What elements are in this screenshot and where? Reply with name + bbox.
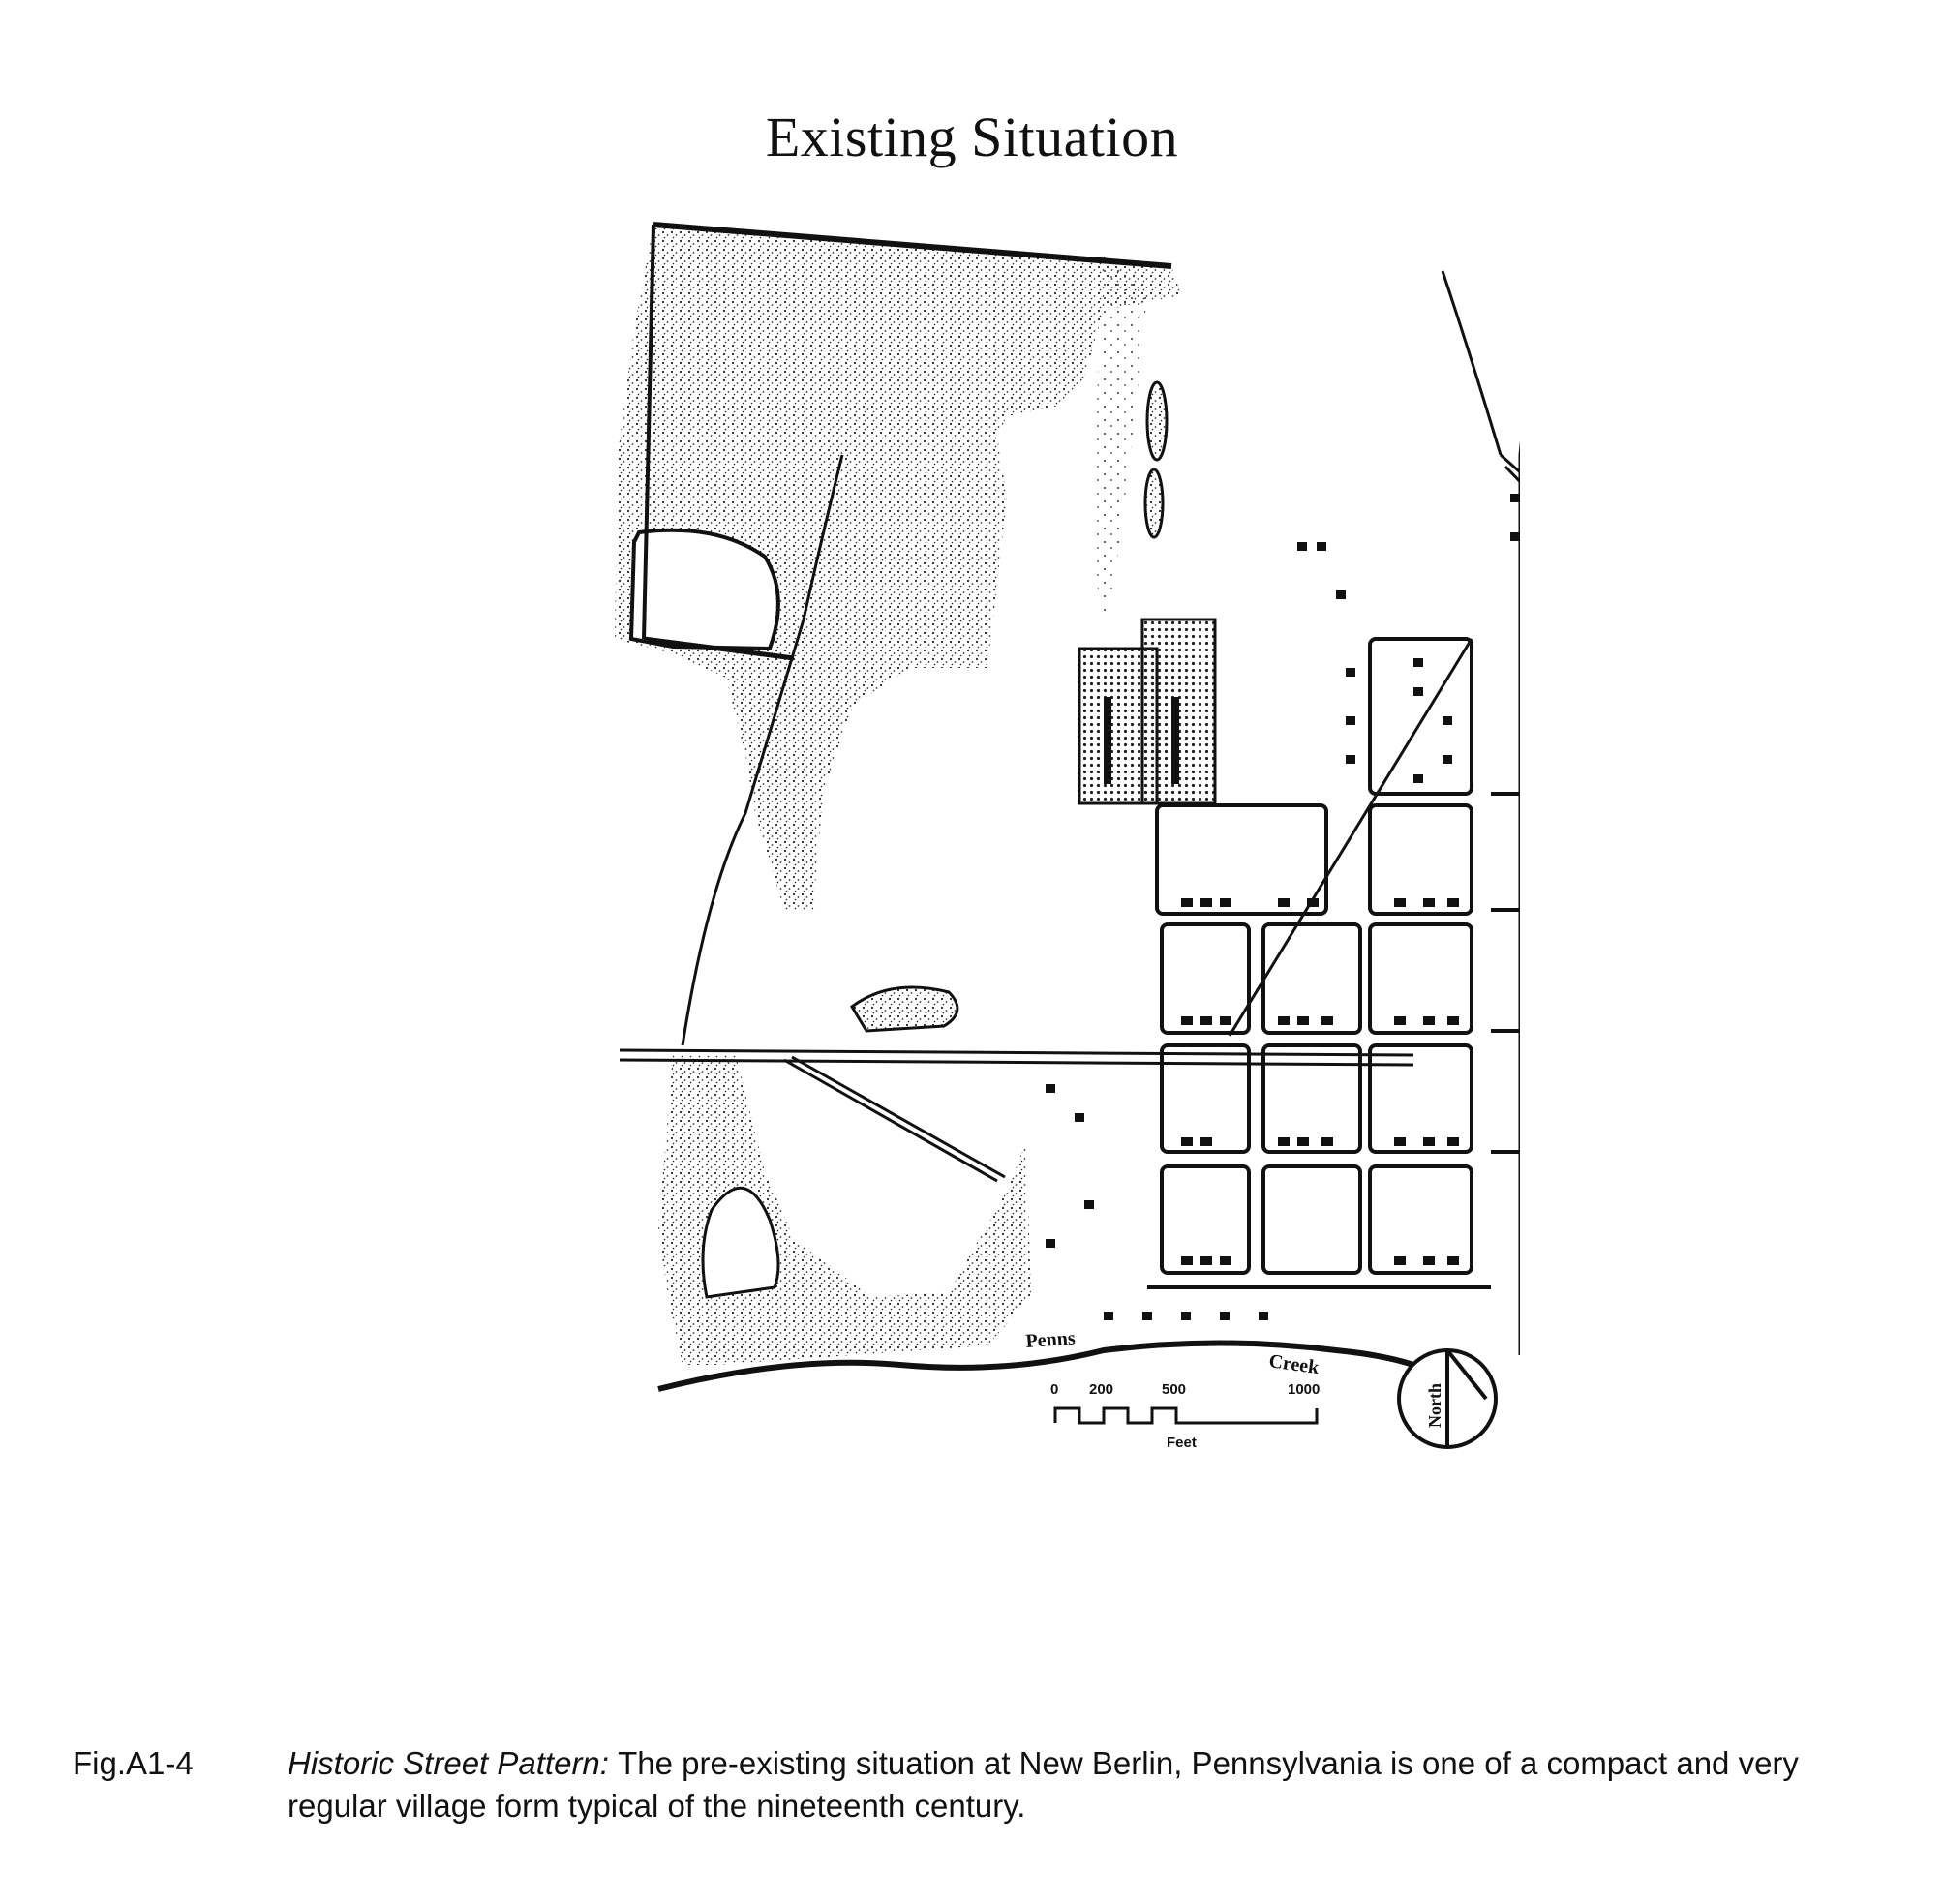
scale-tick-0: 0	[1050, 1381, 1058, 1398]
roads	[619, 270, 1520, 1355]
scale-bar: 0 200 500 1000 Feet	[1050, 1381, 1320, 1451]
field-boundaries	[642, 222, 1172, 661]
north-arrow: North	[1397, 1348, 1498, 1449]
caption-body: Historic Street Pattern: The pre-existin…	[288, 1742, 1904, 1828]
north-label: North	[1425, 1383, 1444, 1428]
page-title: Existing Situation	[765, 106, 1179, 168]
woodland-areas	[615, 225, 1181, 1365]
caption-text: The pre-existing situation at New Berlin…	[288, 1745, 1799, 1824]
scale-tick-200: 200	[1089, 1381, 1113, 1398]
creek-label-creek: Creek	[1267, 1350, 1321, 1378]
scale-tick-1000: 1000	[1288, 1381, 1320, 1398]
figure-number: Fig.A1-4	[73, 1745, 194, 1781]
historic-street-map: Penns Creek 0 200 500 1000 Feet North	[615, 222, 1520, 1451]
village-block-grid	[1147, 637, 1520, 1289]
factory-complex	[1078, 618, 1217, 805]
house-lots	[1046, 494, 1520, 1320]
stream-line	[681, 454, 844, 1046]
creek-label-penns: Penns	[1025, 1327, 1077, 1352]
scale-tick-500: 500	[1162, 1381, 1186, 1398]
creek-line	[657, 1340, 1414, 1392]
scale-unit: Feet	[1167, 1435, 1197, 1451]
caption-heading: Historic Street Pattern:	[288, 1745, 619, 1781]
